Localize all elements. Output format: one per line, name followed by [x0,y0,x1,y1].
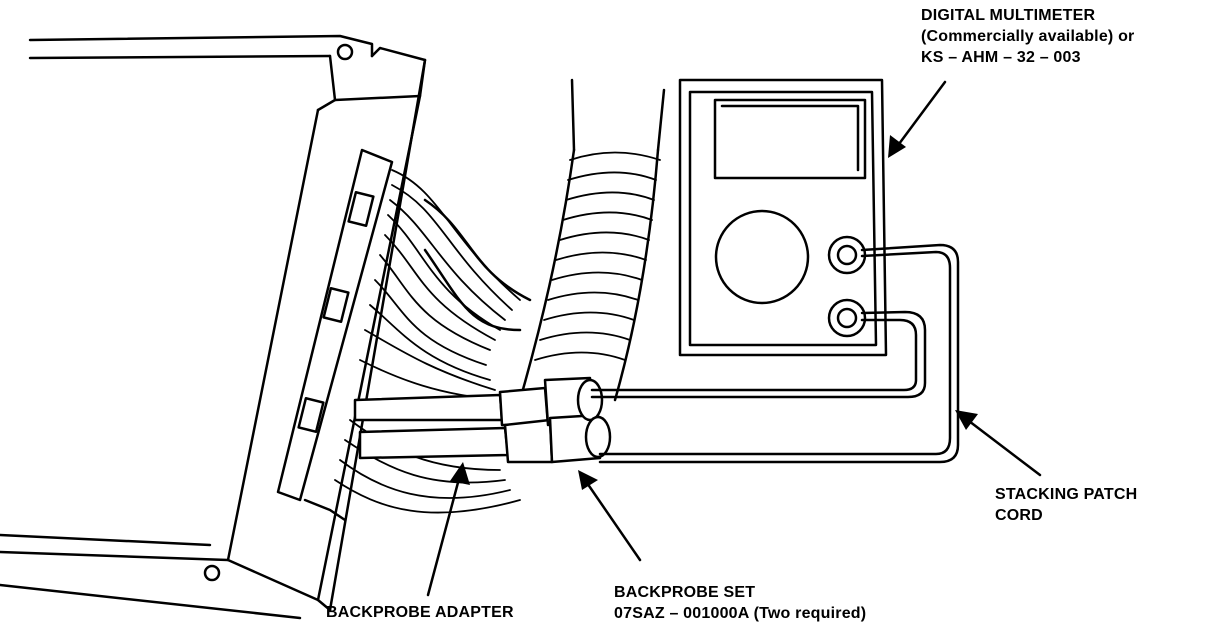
backprobe-set-label: BACKPROBE SET 07SAZ – 001000A (Two requi… [614,582,866,624]
patch-cord-label: STACKING PATCH CORD [995,484,1137,526]
backprobe-set-label-line-1: BACKPROBE SET [614,584,756,601]
backprobe-adapter-label: BACKPROBE ADAPTER [326,602,514,623]
ecu-connector [276,148,394,522]
multimeter-label-line-2: (Commercially available) or [921,28,1135,45]
multimeter-label-line-1: DIGITAL MULTIMETER [921,7,1096,24]
backprobe-adapter-label-line-1: BACKPROBE ADAPTER [326,604,514,621]
patch-cord-label-line-2: CORD [995,507,1043,524]
backprobe-assembly [353,376,612,464]
multimeter-label: DIGITAL MULTIMETER (Commercially availab… [921,5,1135,68]
multimeter-label-line-3: KS – AHM – 32 – 003 [921,49,1081,66]
corrugated-conduit [518,78,666,402]
leader-arrows [426,80,1042,597]
backprobe-set-label-line-2: 07SAZ – 001000A (Two required) [614,605,867,622]
ecu-housing [0,34,427,620]
patch-cord-label-line-1: STACKING PATCH [995,486,1138,503]
digital-multimeter [678,78,888,357]
stacking-patch-cord [590,243,960,464]
